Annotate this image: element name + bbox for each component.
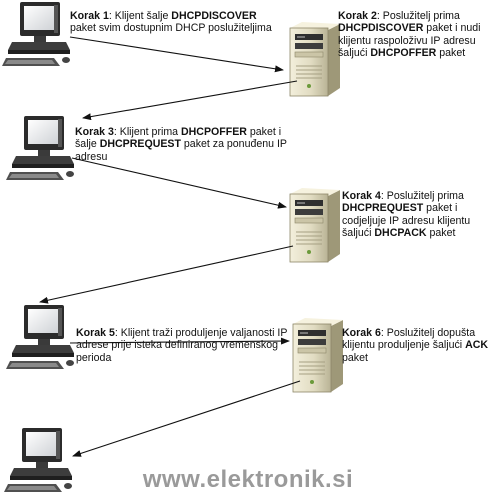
- step-text-run: paket: [342, 351, 368, 364]
- step-6-text: Korak 6: Poslužitelj dopušta klijentu pr…: [342, 327, 494, 364]
- step-text-run: : Klijent traži produljenje valjanosti I…: [76, 327, 288, 364]
- arrow-step5: [69, 337, 290, 345]
- step-3-text: Korak 3: Klijent prima DHCPOFFER paket i…: [75, 126, 290, 163]
- step-keyword: Korak 2: [338, 10, 377, 22]
- step-keyword: DHCPDISCOVER: [171, 10, 257, 22]
- step-keyword: Korak 5: [76, 327, 115, 339]
- step-1-text: Korak 1: Klijent šalje DHCPDISCOVER pake…: [70, 10, 285, 35]
- step-5-text: Korak 5: Klijent traži produljenje valja…: [76, 327, 301, 364]
- step-text-run: : Poslužitelj prima: [376, 10, 460, 22]
- step-text-run: paket i šalje: [75, 126, 282, 151]
- dhcp-server-icon: [289, 21, 341, 97]
- arrow-step4: [39, 245, 294, 304]
- step-keyword: ACK: [465, 339, 489, 352]
- step-text-run: : Klijent prima: [113, 126, 181, 138]
- step-keyword: DHCPOFFER: [181, 126, 247, 138]
- arrow-step2: [82, 80, 298, 121]
- step-keyword: DHCPREQUEST: [99, 138, 181, 151]
- step-keyword: Korak 6: [342, 327, 381, 339]
- step-keyword: Korak 3: [75, 126, 114, 138]
- step-4-text: Korak 4: Poslužitelj prima DHCPREQUEST p…: [342, 190, 492, 239]
- step-keyword: DHCPACK: [374, 226, 427, 239]
- arrow-step3: [71, 157, 287, 209]
- step-text-run: : Klijent šalje: [108, 10, 172, 22]
- step-text-run: : Poslužitelj prima: [380, 190, 464, 202]
- step-text-run: paket i codjeljuje IP adresu klijentu ša…: [342, 202, 471, 239]
- step-2-text: Korak 2: Poslužitelj prima DHCPDISCOVER …: [338, 10, 494, 59]
- step-text-run: paket za ponuđenu IP adresu: [75, 138, 287, 163]
- step-keyword: DHCPDISCOVER: [338, 22, 424, 35]
- step-keyword: DHCPREQUEST: [342, 202, 424, 215]
- step-text-run: : Poslužitelj dopušta klijentu produljen…: [342, 327, 476, 352]
- client-computer-icon: [6, 116, 74, 180]
- step-text-run: paket: [426, 226, 456, 239]
- step-text-run: paket: [436, 46, 466, 59]
- step-text-run: paket svim dostupnim DHCP poslužiteljima: [70, 22, 272, 35]
- client-computer-icon: [6, 305, 74, 369]
- step-keyword: Korak 1: [70, 10, 109, 22]
- arrow-step1: [69, 36, 284, 73]
- step-keyword: Korak 4: [342, 190, 381, 202]
- client-computer-icon: [2, 2, 70, 66]
- step-text-run: paket i nudi klijentu raspoloživu IP adr…: [338, 22, 481, 59]
- client-computer-icon: [4, 428, 72, 492]
- step-keyword: DHCPOFFER: [370, 46, 437, 59]
- arrow-step6: [72, 380, 301, 457]
- dhcp-server-icon: [289, 187, 341, 263]
- watermark: www.elektronik.si: [142, 466, 354, 493]
